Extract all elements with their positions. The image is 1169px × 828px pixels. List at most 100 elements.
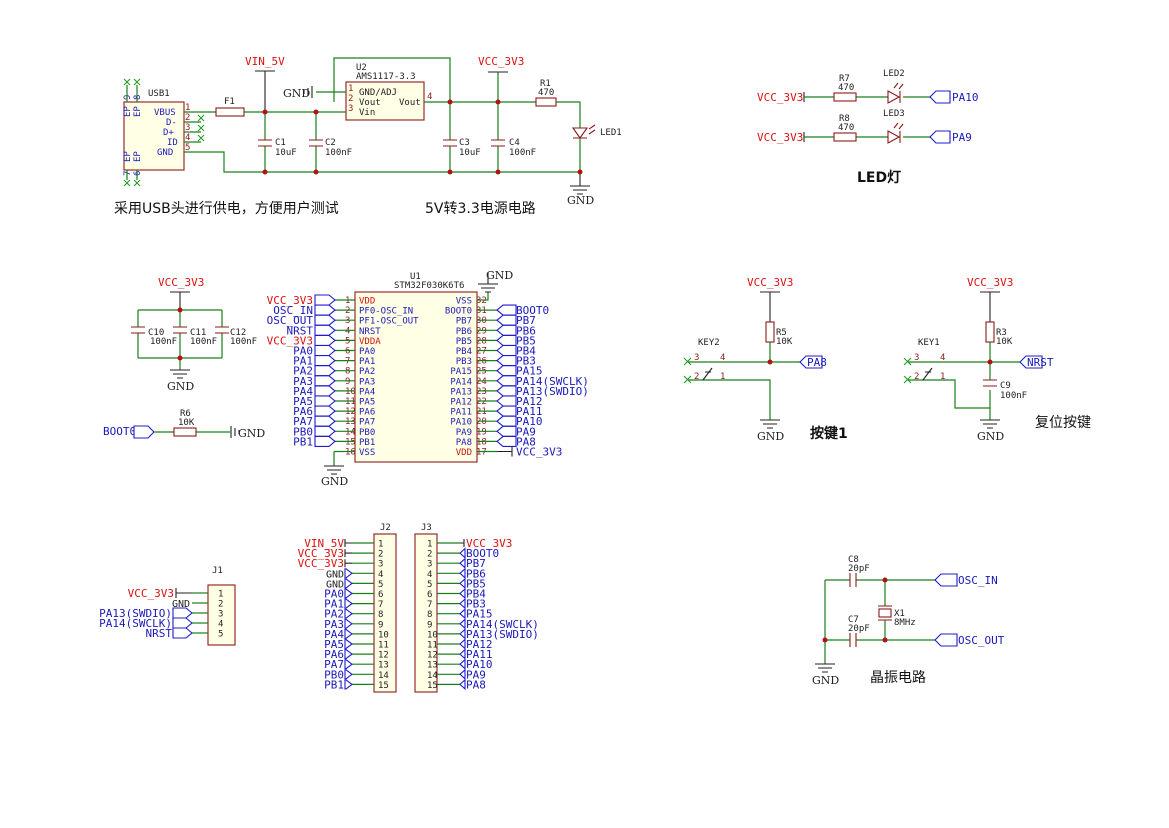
j3-pin-num: 12 bbox=[427, 651, 438, 661]
j3-net: PA11 bbox=[466, 648, 493, 661]
vin5-net-label: VIN_5V bbox=[245, 55, 285, 68]
usb-pin-dminus: D- bbox=[166, 118, 177, 128]
c9-val: 100nF bbox=[1000, 391, 1027, 401]
mcu-right-net: PA13(SWDIO) bbox=[516, 385, 589, 398]
mcu-left-pin-num: 7 bbox=[345, 357, 350, 367]
j3-port bbox=[459, 587, 466, 600]
decoupling-vcc-flag bbox=[170, 291, 190, 310]
mcu-left-net: PA5 bbox=[293, 395, 313, 408]
mcu-left-port bbox=[314, 344, 336, 357]
led-caption: LED灯 bbox=[857, 169, 901, 186]
c9-plates bbox=[983, 379, 997, 387]
j2-net: GND bbox=[326, 579, 344, 590]
key2-switch-lever bbox=[702, 367, 713, 381]
osc-out-label: OSC_OUT bbox=[958, 634, 1005, 647]
j2-pin-num: 9 bbox=[378, 620, 383, 630]
regulator-pin-gnd: GND/ADJ bbox=[359, 88, 397, 98]
r6-val: 10K bbox=[178, 418, 195, 428]
j3-port bbox=[459, 618, 466, 630]
j3-port bbox=[459, 607, 466, 620]
mcu-left-pin-num: 13 bbox=[345, 417, 356, 427]
usb-ep-label-d: EP bbox=[133, 151, 143, 162]
mcu-right-net: PB3 bbox=[516, 355, 536, 368]
mcu-left-pin-num: 5 bbox=[345, 336, 350, 346]
usb-ep-label-c: EP bbox=[123, 151, 133, 162]
c4-ref: C4 bbox=[509, 138, 520, 148]
nrst-port bbox=[1019, 355, 1043, 369]
usb-pin-num-2: 2 bbox=[185, 113, 190, 123]
key2-pin1: 1 bbox=[720, 372, 725, 382]
mcu-left-pin-num: 10 bbox=[345, 387, 356, 397]
j2-net: GND bbox=[326, 569, 344, 580]
j3-port bbox=[459, 628, 466, 640]
j2-port bbox=[344, 568, 353, 579]
j3-net: PA15 bbox=[466, 608, 493, 621]
j2-pin-num: 1 bbox=[378, 540, 383, 550]
key2-vcc-label: VCC_3V3 bbox=[747, 276, 793, 289]
key1-pin2: 2 bbox=[914, 372, 919, 382]
mcu-left-pin-num: 9 bbox=[345, 377, 350, 387]
j2-net: PB1 bbox=[324, 678, 344, 691]
crystal-wires bbox=[824, 579, 935, 664]
mcu-right-pin-name: PB5 bbox=[456, 337, 472, 347]
j2-net: PA3 bbox=[324, 618, 344, 631]
r3-ref: R3 bbox=[996, 328, 1007, 338]
j2-net: PB0 bbox=[324, 668, 344, 681]
key2-ref: KEY2 bbox=[698, 338, 720, 348]
usb-ep-top-9: 9 bbox=[123, 95, 133, 100]
j3-port bbox=[459, 638, 466, 650]
j3-port bbox=[459, 557, 466, 569]
mcu-right-pin-name: BOOT0 bbox=[445, 307, 472, 317]
boot0-net-label: BOOT0 bbox=[103, 425, 136, 438]
mcu-right-net: VCC_3V3 bbox=[516, 446, 562, 459]
j3-pin-num: 11 bbox=[427, 641, 438, 651]
mcu-right-pin-num: 26 bbox=[476, 357, 487, 367]
fuse-f1-ref: F1 bbox=[224, 97, 235, 107]
mcu-left-port bbox=[314, 304, 336, 316]
mcu-right-pin-name: PA15 bbox=[450, 367, 472, 377]
mcu-left-net: PA7 bbox=[293, 415, 313, 428]
mcu-left-pin-num: 15 bbox=[345, 437, 356, 447]
reset-switch-lever bbox=[922, 367, 933, 381]
key2-junction bbox=[767, 359, 773, 365]
mcu-left-port bbox=[314, 375, 336, 387]
led3-vcc-label: VCC_3V3 bbox=[757, 131, 803, 144]
mcu-right-port bbox=[496, 304, 517, 316]
regulator-gnd-symbol bbox=[303, 86, 313, 98]
r1-val: 470 bbox=[538, 88, 554, 98]
c12-ref: C12 bbox=[230, 328, 246, 338]
mcu-section: U1 STM32F030K6T6 VDD1VCC_3V3PF0-OSC_IN2O… bbox=[267, 269, 589, 488]
mcu-left-port bbox=[314, 405, 336, 417]
usb-pin-gnd: GND bbox=[157, 148, 173, 158]
mcu-gnd-top-symbol bbox=[478, 272, 498, 293]
j3-net: PA14(SWCLK) bbox=[466, 618, 539, 631]
c10-val: 100nF bbox=[150, 337, 177, 347]
led3-symbol bbox=[887, 130, 901, 144]
led2-vcc-label: VCC_3V3 bbox=[757, 91, 803, 104]
usb-ep-label-b: EP bbox=[133, 106, 143, 117]
j2-pin-num: 6 bbox=[378, 590, 383, 600]
r5-symbol bbox=[765, 321, 775, 343]
mcu-left-pin-num: 12 bbox=[345, 407, 356, 417]
crystal-section: C8 20pF C7 20pF X1 8MHz OSC_IN OSC_OUT G… bbox=[812, 555, 1005, 687]
j2-pin-num: 5 bbox=[378, 580, 383, 590]
key2-vcc-flag bbox=[760, 291, 780, 322]
j1-net: PA13(SWDIO) bbox=[99, 607, 172, 620]
usb-data-wires bbox=[184, 121, 201, 143]
key2-pin2: 2 bbox=[694, 372, 699, 382]
j2-net: PA0 bbox=[324, 588, 344, 601]
led1-symbol bbox=[571, 127, 589, 139]
j3-net: VCC_3V3 bbox=[466, 537, 512, 550]
j2-pin-num: 14 bbox=[378, 671, 389, 681]
j2-section: J2 1VIN_5V2VCC_3V33VCC_3V34GND5GND6PA07P… bbox=[298, 523, 397, 693]
mcu-left-pin-name: PF1-OSC_OUT bbox=[359, 317, 419, 327]
j3-net: PB6 bbox=[466, 567, 486, 580]
r8-symbol bbox=[833, 132, 857, 142]
regulator-pin-vin: Vin bbox=[359, 108, 375, 118]
key2-gnd-symbol bbox=[760, 419, 780, 429]
j3-port bbox=[459, 658, 466, 670]
key1-pin3: 3 bbox=[914, 353, 919, 363]
j1-pin-num: 4 bbox=[218, 620, 223, 630]
mcu-left-port bbox=[314, 314, 336, 326]
decoupling-section: VCC_3V3 C10 100nF C11 100nF C12 100nF GN… bbox=[131, 276, 257, 393]
